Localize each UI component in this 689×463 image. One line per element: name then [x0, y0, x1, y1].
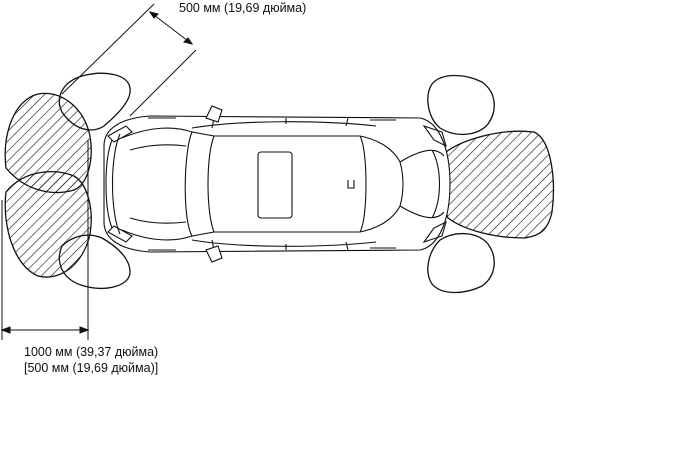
- front-bumper: [105, 139, 113, 229]
- front-distance-dimension: [0, 140, 90, 340]
- headlight-bottom: [107, 225, 133, 243]
- mirror-top: [205, 105, 223, 123]
- front-detection-zones: [4, 72, 131, 289]
- taillight-bottom: [422, 220, 447, 244]
- car-top-view: [103, 105, 451, 263]
- rear-upper-side-lobe: [427, 74, 495, 135]
- taillight-top: [422, 124, 447, 148]
- front-distance-alt-label: [500 мм (19,69 дюйма)]: [24, 361, 159, 375]
- windshield: [184, 131, 215, 237]
- door-line-top: [191, 121, 377, 129]
- hood-line: [121, 127, 193, 139]
- rear-window: [359, 135, 404, 233]
- door-line-bottom: [191, 239, 377, 247]
- trunk: [399, 149, 445, 219]
- headlight-top: [107, 125, 133, 143]
- roof: [214, 135, 367, 233]
- side-distance-dimension: [61, 3, 197, 117]
- front-upper-side-lobe: [58, 72, 131, 131]
- side-distance-label: 500 мм (19,69 дюйма): [179, 1, 307, 15]
- mirror-bottom: [205, 245, 223, 263]
- rear-center-zone: [441, 130, 555, 239]
- sunroof: [257, 151, 293, 219]
- front-distance-label: 1000 мм (39,37 дюйма): [24, 345, 159, 359]
- rear-lower-side-lobe: [427, 233, 495, 294]
- fuel-cap: [347, 180, 355, 189]
- front-lower-center-zone: [4, 171, 92, 278]
